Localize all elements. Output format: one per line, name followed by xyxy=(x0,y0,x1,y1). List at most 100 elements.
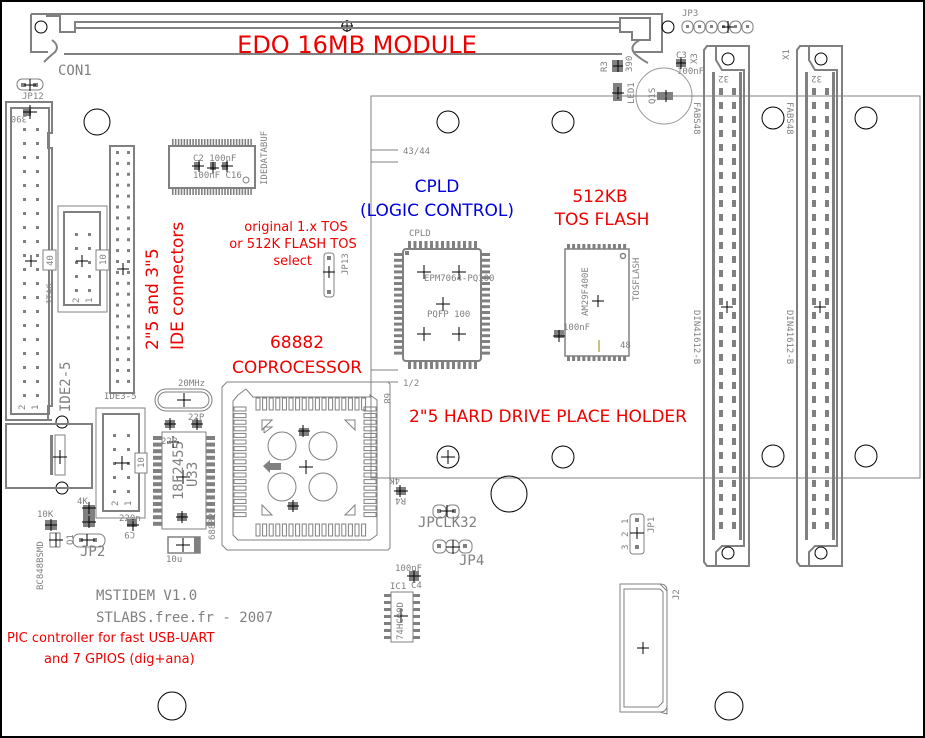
din-pin xyxy=(719,340,723,347)
fab48-label: FABS48 xyxy=(691,102,701,135)
din-pin xyxy=(825,270,829,277)
cpld-pin xyxy=(474,241,477,249)
jp2-label: JP2 xyxy=(80,544,105,560)
ic1-pin xyxy=(413,608,420,611)
jp1-pin3: 3 xyxy=(621,545,631,550)
ide3-5-pin xyxy=(116,358,119,362)
jp12-label: JP12 xyxy=(22,92,44,102)
pin-68-label: 68 xyxy=(381,393,391,404)
jp13-label: JP13 xyxy=(341,253,351,275)
din-pin xyxy=(812,480,816,487)
plcc-pin xyxy=(233,426,247,432)
din-pin xyxy=(825,214,829,221)
cpld-pin xyxy=(481,299,490,303)
chip-pin xyxy=(244,188,247,195)
ic1-pin xyxy=(413,615,420,618)
flash-pin xyxy=(623,356,627,361)
ic1-part-label: 74HC00D xyxy=(396,602,406,640)
chip-pin xyxy=(172,188,174,195)
plcc-pin xyxy=(275,397,281,411)
din-pin xyxy=(732,396,736,403)
usb-connector xyxy=(5,415,93,495)
ide2-5-pin xyxy=(36,338,39,341)
chip-pin xyxy=(212,139,215,146)
chip-pin xyxy=(180,139,183,146)
din-pin xyxy=(812,130,816,137)
ide3-5-pin xyxy=(127,161,130,165)
jp4-label: JP4 xyxy=(459,553,484,569)
cpld-pin xyxy=(452,241,455,249)
jp3-pin xyxy=(705,20,718,34)
cpld-pin xyxy=(481,322,490,326)
ide2-5-pin xyxy=(23,128,26,131)
flash-pin xyxy=(582,356,586,361)
jp1-label: JP1 xyxy=(647,517,657,533)
din-pin xyxy=(812,270,816,277)
din-pin xyxy=(812,452,816,459)
jpclk32-label: JPCLK32 xyxy=(418,515,477,531)
cpld-pin xyxy=(394,282,403,285)
cpld-pin xyxy=(481,316,490,320)
plcc-pin xyxy=(255,397,261,411)
pic-header-pin xyxy=(127,448,130,451)
ide3-5-pin xyxy=(116,194,119,198)
ide2-5-pin xyxy=(23,240,26,243)
din-pin xyxy=(732,424,736,431)
ide3-5-pin xyxy=(127,205,130,209)
cpld-pin xyxy=(394,293,403,297)
plcc-pin xyxy=(255,523,261,537)
ide2-5-connector: 40 JTAG 2 1 IDE2-5 390 xyxy=(5,101,74,421)
plcc-pin xyxy=(233,498,247,504)
chip-pin xyxy=(250,188,252,195)
cpld-pin xyxy=(408,241,411,249)
din-pin xyxy=(719,312,723,319)
cpld-pin xyxy=(435,361,439,369)
cpld-pin xyxy=(441,241,444,249)
jumper-jp12: JP12 xyxy=(16,78,44,102)
plcc-pin xyxy=(354,397,360,411)
pic-pin xyxy=(206,488,215,493)
cpld-pin xyxy=(481,311,490,314)
mounting-holes xyxy=(83,106,878,721)
din-pin xyxy=(812,256,816,263)
ide3-5-pin xyxy=(116,314,119,318)
jp3-pin-pad xyxy=(710,25,713,28)
ide3-5-pin xyxy=(127,260,130,263)
cpld-pin xyxy=(457,361,461,369)
plcc-pin xyxy=(328,523,334,537)
hdd-pin-1-2: 1/2 xyxy=(403,379,419,389)
chip-pin xyxy=(209,139,212,146)
pic-pin xyxy=(153,488,162,493)
orientation-mark xyxy=(261,503,274,516)
jumper-jp13: JP13 xyxy=(323,252,351,298)
cpld-pin xyxy=(463,241,466,249)
din-pin xyxy=(732,88,736,95)
flash-pin xyxy=(612,244,616,249)
x3-label: X3 xyxy=(690,53,700,64)
plcc-pin xyxy=(233,505,247,511)
din-pin xyxy=(825,116,829,123)
din-pin xyxy=(732,186,736,193)
pin-2-label: 2 xyxy=(72,298,82,303)
plcc-pin xyxy=(334,523,340,537)
din-pin xyxy=(719,424,723,431)
cpld-pin xyxy=(481,340,490,343)
ide2-5-pin xyxy=(36,170,39,173)
din-pin xyxy=(719,438,723,445)
din-pin xyxy=(812,494,816,501)
board-credit: STLABS.free.fr - 2007 xyxy=(96,610,273,626)
plcc-pin xyxy=(288,397,294,411)
ide2-5-pin xyxy=(36,268,39,271)
ide2-5-pin xyxy=(23,366,26,369)
chip-pin xyxy=(177,139,180,146)
din-pin xyxy=(825,88,829,95)
ide3-5-pin xyxy=(116,325,119,329)
ide2-5-pin xyxy=(36,394,39,397)
flash-pin xyxy=(597,356,601,361)
board-name: MSTIDEM V1.0 xyxy=(96,588,197,604)
chip-pin xyxy=(186,188,189,195)
flash-pin xyxy=(567,244,570,249)
plcc-pin xyxy=(262,523,268,537)
